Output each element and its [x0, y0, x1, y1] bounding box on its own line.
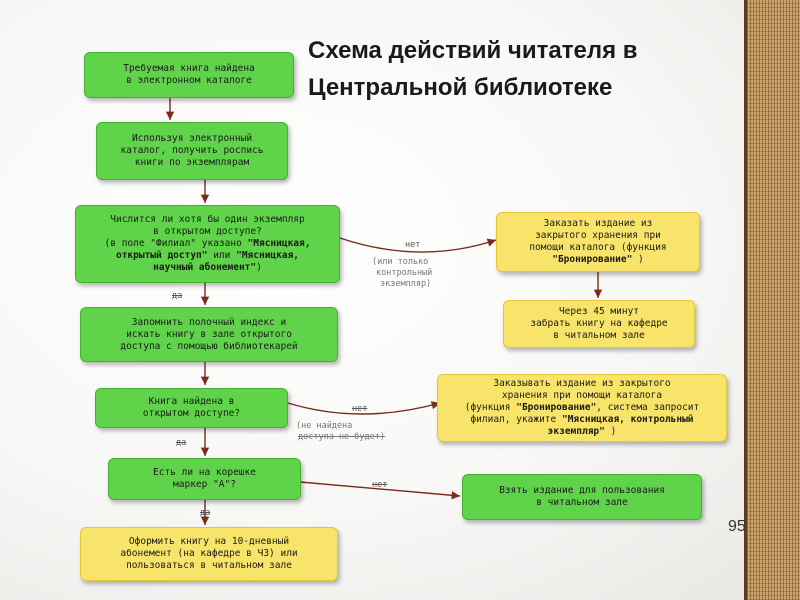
decision-book-found-in-open-access: Книга найдена в открытом доступе? — [95, 388, 288, 428]
step-get-copies-list: Используя электронный каталог, получить … — [96, 122, 288, 180]
step-text-line: "Бронирование" ) — [552, 254, 644, 266]
step-text-line: Взять издание для пользования — [499, 485, 665, 496]
decision-marker-a-on-spine: Есть ли на корешке маркер "А"? — [108, 458, 301, 500]
step-text-bold: научный абонемент" — [153, 262, 257, 273]
step-text-bold: "Мясницкая, контрольный — [561, 414, 694, 425]
wood-texture-border — [744, 0, 800, 600]
edge-label-note: доступа не будет) — [298, 432, 385, 442]
step-text-bold: "Бронирование" — [552, 254, 633, 265]
step-text-fragment: филиал, укажите — [470, 414, 562, 425]
step-text-line: в электронном каталоге — [126, 75, 252, 86]
step-text-line: абонемент (на кафедре в ЧЗ) или — [120, 548, 298, 559]
step-text-line: (функция "Бронирование", система запроси… — [465, 402, 700, 414]
step-text-line: Требуемая книга найдена — [123, 63, 255, 74]
step-text-line: открытом доступе? — [142, 408, 241, 419]
slide-title: Схема действий читателя в Центральной би… — [308, 32, 748, 106]
step-text-fragment: ) — [256, 262, 262, 273]
edge-label-note: (или только — [372, 257, 429, 267]
step-text-line: в читальном зале — [536, 497, 628, 508]
step-text-bold: экземпляр" — [547, 426, 605, 437]
step-text-line: Используя электронный — [131, 133, 253, 144]
edge-label-yes: да — [200, 508, 211, 518]
step-text-line: открытый доступ" или "Мясницкая, — [116, 250, 299, 262]
step-text-line: закрытого хранения при — [535, 230, 661, 241]
arrow-marker-no — [299, 481, 461, 500]
edge-label-no: нет — [372, 480, 388, 490]
step-text-bold: открытый доступ" — [115, 250, 208, 261]
step-book-found-in-catalog: Требуемая книга найдена в электронном ка… — [84, 52, 294, 98]
step-text-line: забрать книгу на кафедре — [530, 318, 668, 329]
step-text-bold: "Бронирование" — [516, 402, 597, 413]
edge-label-note: (не найдена — [296, 421, 353, 431]
step-text-line: Оформить книгу на 10-дневный — [128, 536, 290, 547]
step-text-line: экземпляр" ) — [548, 426, 617, 438]
step-text-line: Числится ли хотя бы один экземпляр — [110, 214, 305, 225]
step-use-in-reading-room: Взять издание для пользования в читально… — [462, 474, 702, 520]
step-text-line: Заказывать издание из закрытого — [493, 378, 671, 389]
edge-label-no: нет — [405, 240, 421, 250]
step-text-line: (в поле "Филиал" указано "Мясницкая, — [105, 238, 311, 250]
step-text-fragment: (в поле "Филиал" указано — [104, 238, 248, 249]
edge-label-no: нет — [352, 404, 368, 414]
arrow-book-found-no — [287, 401, 441, 415]
step-text-line: помощи каталога (функция — [529, 242, 667, 253]
step-text-line: Через 45 минут — [558, 306, 640, 317]
arrow-open-access-no — [339, 237, 497, 253]
step-text-bold: "Мясницкая, — [247, 238, 311, 249]
page-number: 95 — [728, 518, 746, 535]
step-remember-shelf-index: Запомнить полочный индекс и искать книгу… — [80, 307, 338, 362]
step-text-fragment: (функция — [464, 402, 517, 413]
step-text-fragment: ) — [604, 426, 617, 437]
step-text-line: Книга найдена в — [148, 396, 235, 407]
step-text-line: доступа с помощью библиотекарей — [120, 340, 298, 352]
step-text-line: Есть ли на корешке — [153, 467, 256, 478]
step-text-line: пользоваться в читальном зале — [126, 560, 292, 571]
step-text-line: искать книгу в зале открытого — [126, 328, 292, 340]
step-text-fragment: или — [207, 250, 237, 261]
step-text-fragment: ) — [632, 254, 644, 265]
step-order-control-copy: Заказывать издание из закрытого хранения… — [437, 374, 727, 442]
step-text-line: каталог, получить роспись — [120, 145, 264, 156]
edge-label-yes: да — [172, 291, 183, 301]
edge-label-note: экземпляр) — [380, 279, 432, 289]
step-text-line: филиал, укажите "Мясницкая, контрольный — [470, 414, 693, 426]
step-text-fragment: , система запросит — [596, 402, 700, 413]
step-register-10-day-loan: Оформить книгу на 10-дневный абонемент (… — [80, 527, 338, 581]
step-text-line: в читальном зале — [553, 330, 645, 341]
step-text-line: в открытом доступе? — [153, 226, 262, 237]
step-text-line: Запомнить полочный индекс и — [131, 316, 287, 328]
step-pick-up-after-45-minutes: Через 45 минут забрать книгу на кафедре … — [503, 300, 695, 348]
edge-label-note: контрольный — [376, 268, 433, 278]
edge-label-yes: да — [176, 438, 187, 448]
step-text-line: Заказать издание из — [543, 218, 653, 229]
slide-title-line-1: Схема действий читателя в — [308, 37, 638, 64]
decision-copy-in-open-access: Числится ли хотя бы один экземпляр в отк… — [75, 205, 340, 283]
step-text-line: маркер "А"? — [173, 479, 236, 490]
step-text-line: хранения при помощи каталога — [501, 390, 663, 401]
step-text-bold: "Мясницкая, — [236, 250, 300, 261]
wood-border-edge — [744, 0, 747, 600]
step-text-line: научный абонемент") — [153, 262, 262, 274]
step-text-line: книги по экземплярам — [134, 157, 250, 168]
step-order-from-closed-storage: Заказать издание из закрытого хранения п… — [496, 212, 700, 272]
slide-title-line-2: Центральной библиотеке — [308, 74, 613, 101]
